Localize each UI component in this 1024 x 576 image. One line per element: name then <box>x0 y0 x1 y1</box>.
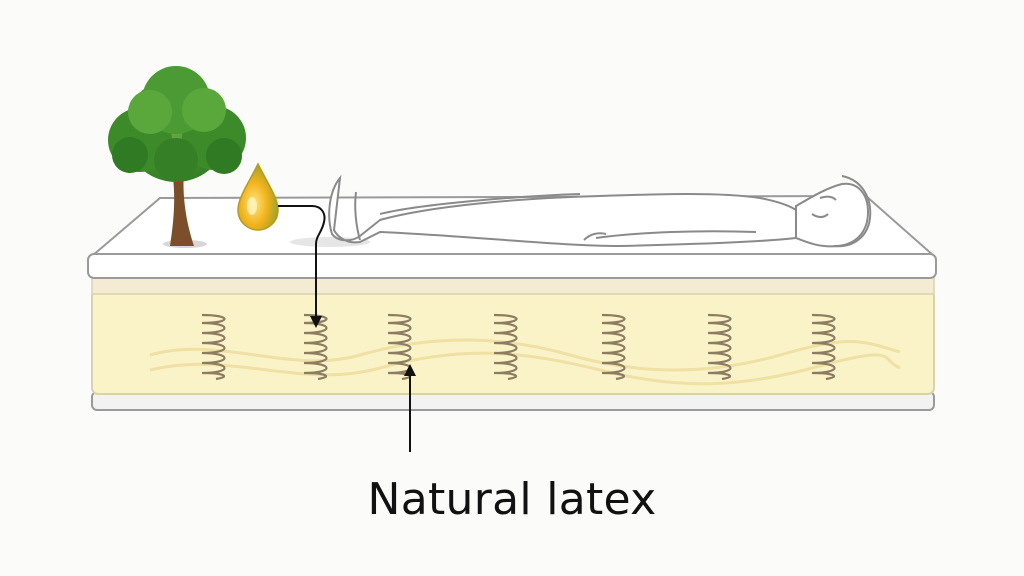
coil-spring-icon <box>387 313 412 381</box>
coil-spring-icon <box>811 313 836 381</box>
latex-sap-drop-icon <box>237 162 279 231</box>
coil-spring-icon <box>303 313 328 381</box>
sleeping-person-figure <box>328 174 872 248</box>
diagram-caption: Natural latex <box>367 474 657 525</box>
coil-spring-icon <box>493 313 518 381</box>
coil-spring-icon <box>601 313 626 381</box>
drop-to-layer-arrow <box>278 205 326 328</box>
coil-spring-icon <box>201 313 226 381</box>
coil-springs <box>201 313 836 381</box>
rubber-tree-icon <box>108 66 246 246</box>
coil-spring-icon <box>707 313 732 381</box>
